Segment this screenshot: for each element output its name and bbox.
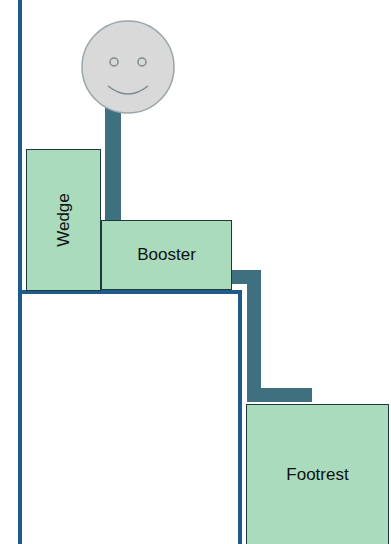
person-torso: [105, 100, 121, 222]
smile: [108, 86, 148, 94]
part-box: Booster: [101, 220, 232, 290]
eye: [110, 58, 118, 66]
part-label: Footrest: [286, 465, 348, 485]
person-leg: [226, 277, 312, 395]
part-label: Wedge: [54, 193, 74, 247]
chair-seat: [20, 292, 240, 544]
chair-back: [18, 0, 22, 544]
part-box: Footrest: [246, 404, 389, 544]
person-head: [82, 21, 174, 113]
part-label: Booster: [137, 245, 196, 265]
eye: [138, 58, 146, 66]
part-box: Wedge: [26, 149, 101, 291]
